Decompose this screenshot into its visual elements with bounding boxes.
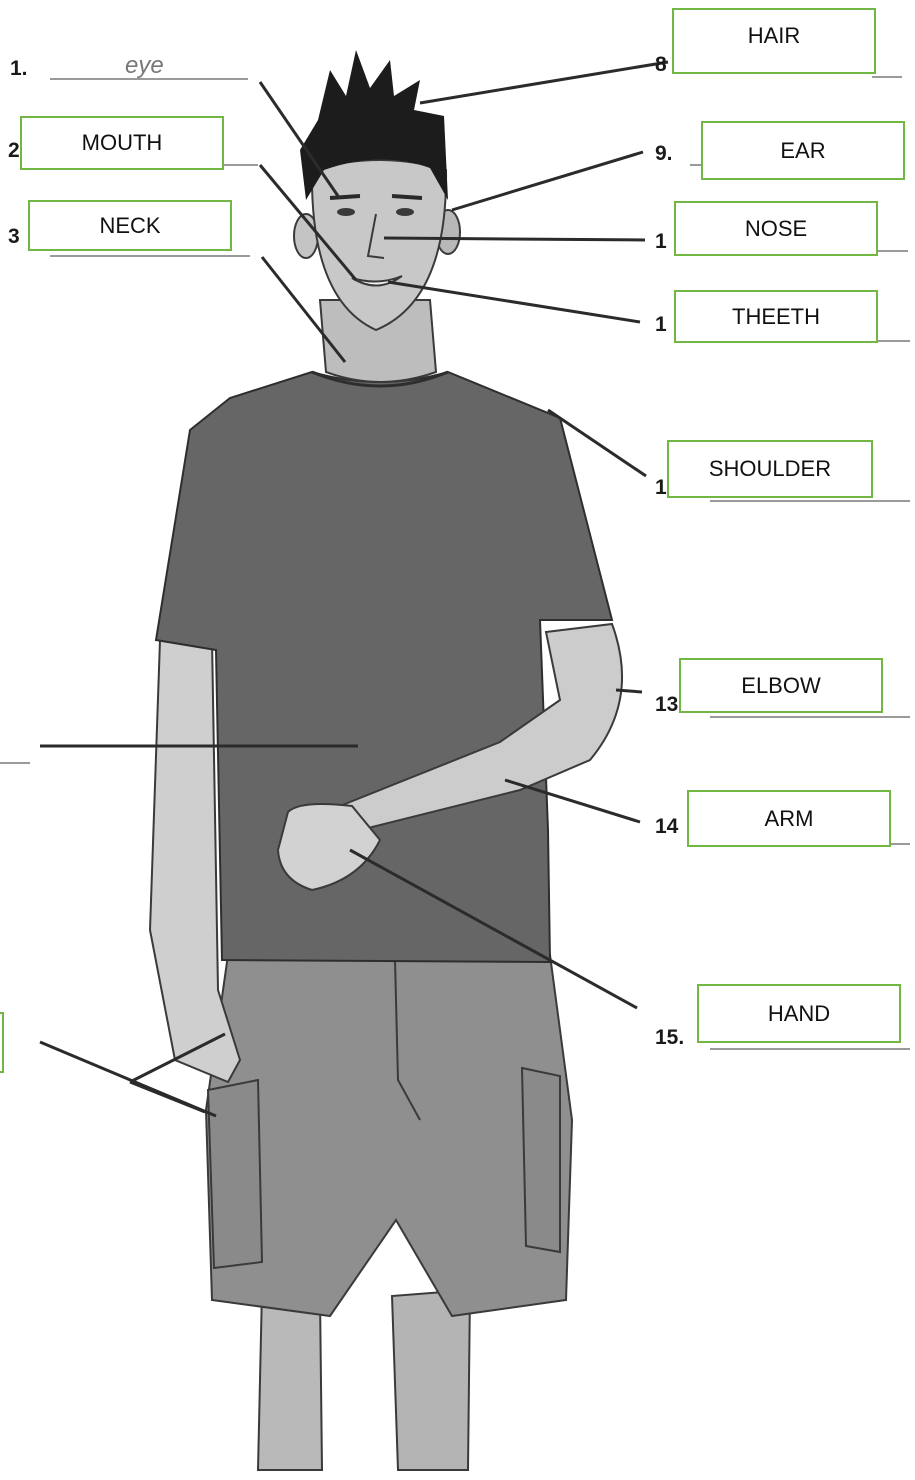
item-number-9: 9. [655,143,673,164]
leader-9 [452,152,643,210]
label-box-arm: ARM [687,790,891,847]
label-box-shoulder: SHOULDER [667,440,873,498]
right-brow [392,196,422,198]
leader-10 [384,238,645,240]
example-answer: eye [125,54,164,78]
answer-rule-4 [0,762,30,764]
item-number-8: 8 [655,54,667,75]
answer-rule-3 [50,255,250,257]
label-box-neck: NECK [28,200,232,251]
left-eye [337,208,355,216]
label-box-theeth: THEETH [674,290,878,343]
label-box-hair: HAIR [672,8,876,74]
label-box-mouth: MOUTH [20,116,224,170]
label-box-ear: EAR [701,121,905,180]
answer-rule-15 [710,1048,910,1050]
answer-rule-12 [710,500,910,502]
label-box-elbow: ELBOW [679,658,883,713]
right-eye [396,208,414,216]
item-number-2: 2 [8,140,20,161]
item-number-10: 1 [655,231,667,252]
leader-8 [420,62,668,103]
item-number-3: 3 [8,226,20,247]
label-box-nose: NOSE [674,201,878,256]
right-leg [392,1290,470,1470]
t-shirt [156,372,612,962]
label-box-hand: HAND [697,984,901,1043]
answer-rule-2 [222,164,258,166]
left-brow [330,196,360,198]
item-number-15: 15. [655,1027,684,1048]
leader-13 [616,690,642,692]
left-leg [258,1290,322,1470]
answer-rule-13 [710,716,910,718]
right-pocket [522,1068,560,1252]
item-number-1: 1. [10,58,28,79]
answer-rule-8 [872,76,902,78]
item-number-14: 14 [655,816,678,837]
item-number-11: 1 [655,314,667,335]
label-box-partial [0,1012,4,1073]
answer-rule-10 [878,250,908,252]
leader-5c [130,1082,205,1112]
left-pocket [208,1080,262,1268]
